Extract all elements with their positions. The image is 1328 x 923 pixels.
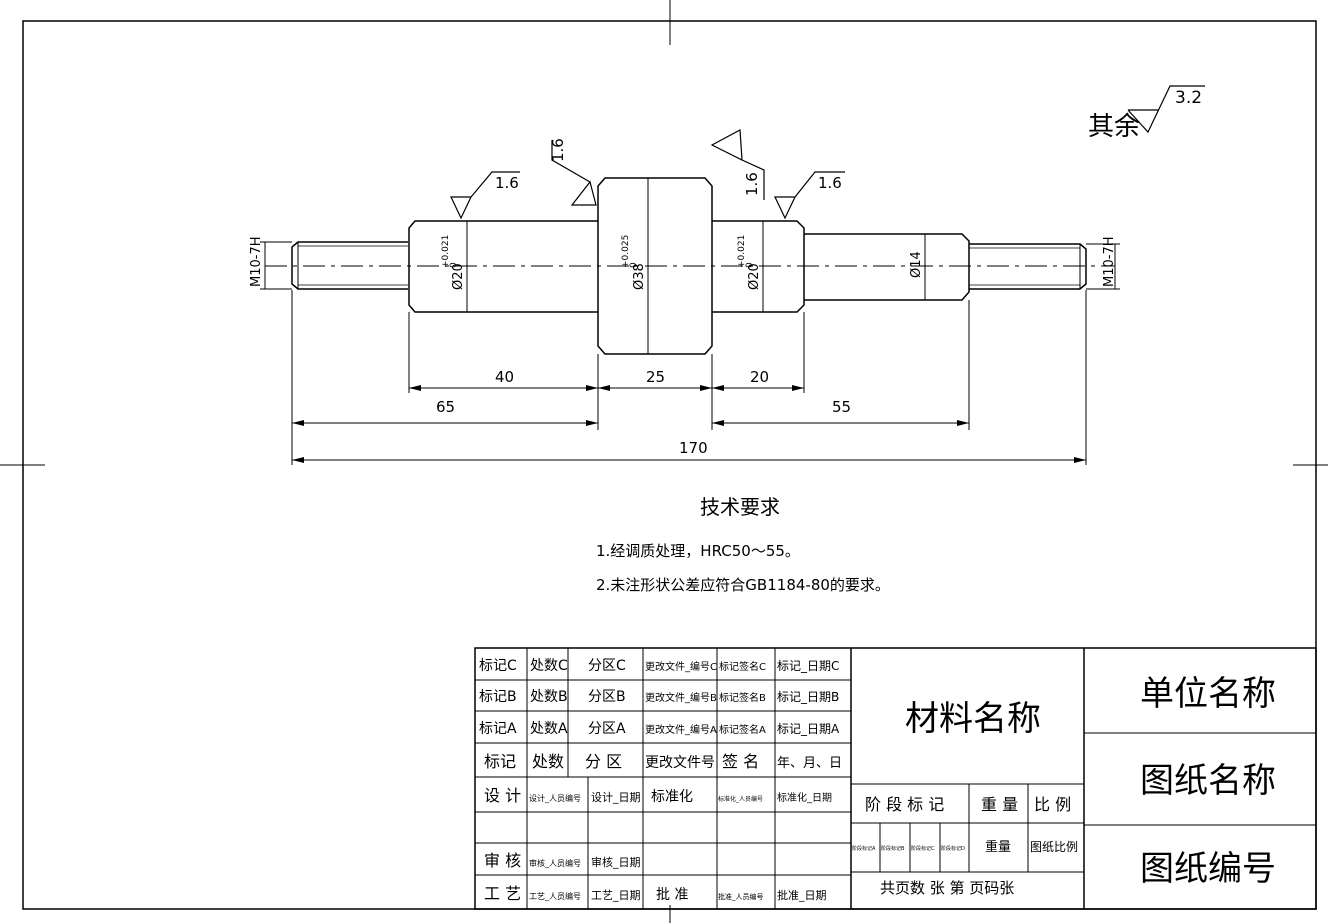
rev-cell: 更改文件_编号C bbox=[645, 660, 717, 673]
len-65: 65 bbox=[436, 398, 455, 416]
rev-cell: 处数A bbox=[530, 721, 568, 737]
other-surface-value: 3.2 bbox=[1175, 88, 1202, 108]
sign-role: 设 计 bbox=[484, 786, 521, 805]
revision-cells: 标记C 处数C 分区C 更改文件_编号C 标记签名C 标记_日期C 标记B 处数… bbox=[479, 658, 842, 771]
drawing-name: 图纸名称 bbox=[1140, 761, 1276, 801]
len-55: 55 bbox=[832, 398, 851, 416]
rev-header: 标记 bbox=[484, 752, 516, 771]
rev-cell: 分区A bbox=[588, 721, 626, 737]
finish-value-4: 1.6 bbox=[818, 174, 842, 192]
finish-value-3: 1.6 bbox=[743, 172, 761, 196]
rev-cell: 更改文件_编号A bbox=[645, 723, 717, 736]
sign-cell: 标准化_人员编号 bbox=[718, 795, 763, 803]
weight-header: 重 量 bbox=[981, 795, 1018, 814]
len-25: 25 bbox=[646, 368, 665, 386]
sheet-count: 共页数 张 第 页码张 bbox=[880, 879, 1014, 897]
sign-cell: 批准_人员编号 bbox=[718, 892, 764, 901]
stage-header: 阶 段 标 记 bbox=[865, 795, 944, 814]
tech-item-2: 2.未注形状公差应符合GB1184-80的要求。 bbox=[596, 576, 890, 594]
rev-cell: 标记B bbox=[479, 689, 517, 705]
stage-marks: 阶段标记A 阶段标记B 阶段标记C 阶段标记D bbox=[852, 845, 965, 852]
diameter-labels: M10-7H Ø20 +0.021 0 Ø38 +0.025 0 Ø20 +0.… bbox=[249, 235, 1117, 290]
scale-value: 图纸比例 bbox=[1030, 840, 1078, 854]
sign-cell: 工艺_人员编号 bbox=[529, 891, 581, 901]
rev-header: 处数 bbox=[532, 752, 564, 771]
dia-right-label: Ø20 bbox=[747, 263, 762, 290]
stage-mark: 阶段标记B bbox=[881, 845, 905, 852]
dia-left-label: Ø20 bbox=[451, 263, 466, 290]
len-170: 170 bbox=[679, 439, 708, 457]
dia-right-tol-upper: +0.021 bbox=[737, 235, 747, 268]
tech-requirements: 技术要求 1.经调质处理，HRC50～55。 2.未注形状公差应符合GB1184… bbox=[596, 495, 890, 594]
drawing-number: 图纸编号 bbox=[1140, 849, 1276, 889]
dia-right-tol-lower: 0 bbox=[745, 262, 755, 268]
other-surface-label: 其余 bbox=[1088, 112, 1140, 142]
title-block-grid bbox=[474, 647, 1317, 910]
local-finish-values: 1.6 1.6 1.6 1.6 bbox=[495, 138, 842, 196]
roughness-symbol-icon bbox=[1127, 85, 1205, 134]
rev-header: 年、月、日 bbox=[777, 756, 842, 771]
sign-cell: 审核_人员编号 bbox=[529, 858, 581, 868]
sign-cell: 工艺_日期 bbox=[591, 889, 641, 902]
rev-cell: 标记A bbox=[479, 721, 517, 737]
scale-header: 比 例 bbox=[1034, 795, 1071, 814]
rev-header: 分 区 bbox=[585, 752, 622, 771]
sign-cell: 标准化_日期 bbox=[777, 791, 832, 804]
rev-cell: 标记签名C bbox=[719, 660, 766, 673]
length-dim-lines bbox=[291, 290, 1087, 465]
rev-cell: 标记C bbox=[479, 658, 517, 674]
material-name: 材料名称 bbox=[905, 699, 1041, 739]
sign-cell: 审核_日期 bbox=[591, 855, 641, 869]
len-40: 40 bbox=[495, 368, 514, 386]
sign-cell: 批准_日期 bbox=[777, 888, 827, 902]
rev-cell: 标记签名B bbox=[719, 691, 766, 704]
rev-cell: 更改文件_编号B bbox=[645, 691, 717, 704]
dia-left-tol-lower: 0 bbox=[449, 262, 459, 268]
dia-center-label: Ø38 bbox=[632, 263, 647, 290]
dia-left-tol-upper: +0.021 bbox=[441, 235, 451, 268]
rev-cell: 分区C bbox=[588, 658, 626, 674]
sign-role: 审 核 bbox=[484, 851, 521, 870]
rev-cell: 标记_日期B bbox=[777, 690, 839, 704]
local-surface-finish bbox=[450, 129, 845, 220]
sign-cell: 设计_日期 bbox=[591, 791, 641, 804]
sign-role: 标准化 bbox=[651, 789, 693, 805]
dia-step-label: Ø14 bbox=[909, 251, 924, 278]
diameter-dim-lines bbox=[260, 178, 1120, 354]
title-block: 标记C 处数C 分区C 更改文件_编号C 标记签名C 标记_日期C 标记B 处数… bbox=[474, 647, 1317, 910]
rev-cell: 标记_日期C bbox=[777, 659, 839, 673]
finish-value-2: 1.6 bbox=[549, 138, 567, 162]
dia-center-tol-upper: +0.025 bbox=[621, 235, 631, 268]
stage-mark: 阶段标记A bbox=[852, 845, 876, 852]
dia-center-tol-lower: 0 bbox=[629, 262, 639, 268]
weight-value: 重量 bbox=[985, 839, 1011, 855]
rev-cell: 分区B bbox=[588, 689, 626, 705]
thread-right-label: M10-7H bbox=[1102, 237, 1117, 288]
dimension-arrows bbox=[292, 385, 1086, 463]
rev-header: 更改文件号 bbox=[645, 755, 715, 771]
sign-cell: 设计_人员编号 bbox=[529, 793, 581, 803]
stage-mark: 阶段标记C bbox=[911, 845, 935, 852]
rev-cell: 标记签名A bbox=[719, 723, 766, 736]
sign-role: 批 准 bbox=[656, 887, 688, 903]
tech-item-1: 1.经调质处理，HRC50～55。 bbox=[596, 542, 800, 560]
tech-title: 技术要求 bbox=[700, 495, 780, 519]
len-20: 20 bbox=[750, 368, 769, 386]
drawing-frame bbox=[22, 20, 1317, 910]
sign-cells: 设 计 设计_人员编号 设计_日期 标准化 标准化_人员编号 标准化_日期 审 … bbox=[484, 786, 832, 903]
length-labels: 40 25 20 65 55 170 bbox=[436, 368, 851, 457]
rev-header: 签 名 bbox=[722, 752, 759, 771]
stage-mark: 阶段标记D bbox=[941, 845, 965, 852]
rev-cell: 处数C bbox=[530, 658, 568, 674]
company-name: 单位名称 bbox=[1140, 674, 1276, 714]
finish-value-1: 1.6 bbox=[495, 174, 519, 192]
general-surface-finish: 其余 3.2 bbox=[1088, 85, 1205, 142]
rev-cell: 处数B bbox=[530, 689, 568, 705]
thread-left-label: M10-7H bbox=[249, 237, 264, 288]
rev-cell: 标记_日期A bbox=[777, 722, 840, 736]
sign-role: 工 艺 bbox=[484, 884, 521, 903]
